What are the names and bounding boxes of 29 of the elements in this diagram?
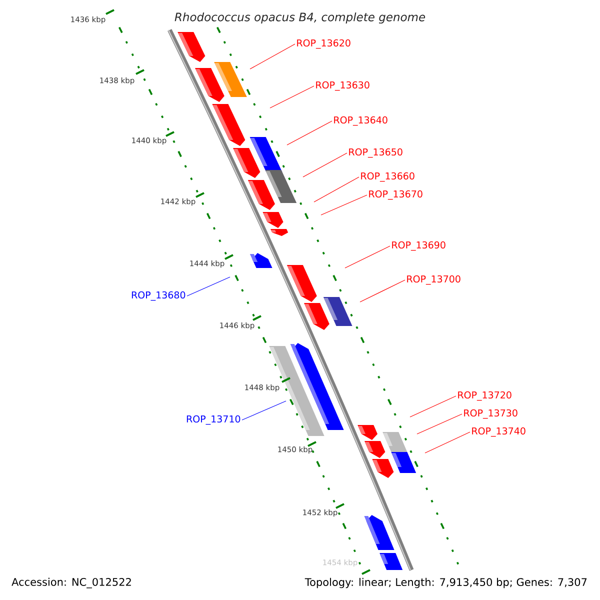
gene-label: ROP_13630: [316, 81, 370, 91]
leader-line: [242, 400, 286, 420]
leader-line: [320, 194, 368, 216]
leader-line: [416, 414, 462, 434]
gene-label: ROP_13650: [349, 148, 402, 158]
gene-label: ROP_13660: [361, 172, 414, 182]
gene-label: ROP_13700: [407, 275, 460, 285]
leader-line: [424, 432, 470, 454]
leader-line: [360, 280, 406, 302]
gene-label: ROP_13670: [369, 190, 422, 200]
leader-line: [286, 120, 332, 146]
title: Rhodococcus opacus B4, complete genome: [174, 12, 426, 24]
gene-label: ROP_13740: [472, 427, 526, 437]
leader-line: [186, 276, 230, 296]
gene-label: ROP_13620: [297, 39, 350, 49]
leader-line: [302, 152, 348, 178]
leader-line: [410, 396, 456, 418]
leader-line: [344, 246, 390, 268]
footer-text: Topology: linear; Length: 7,913,450 bp; Genes: 7,307: [304, 578, 587, 588]
gene-label: ROP_13710: [186, 415, 240, 425]
leader-line: [250, 44, 296, 70]
footer-text: Accession: NC_012522: [12, 578, 131, 588]
gene-label: ROP_13690: [392, 241, 446, 251]
gene-label: ROP_13720: [458, 391, 512, 401]
leader-line: [314, 176, 360, 202]
gene-label: ROP_13680: [132, 291, 186, 301]
gene-label: ROP_13730: [464, 409, 518, 419]
leader-line: [270, 86, 314, 108]
gene-label: ROP_13640: [334, 116, 388, 126]
